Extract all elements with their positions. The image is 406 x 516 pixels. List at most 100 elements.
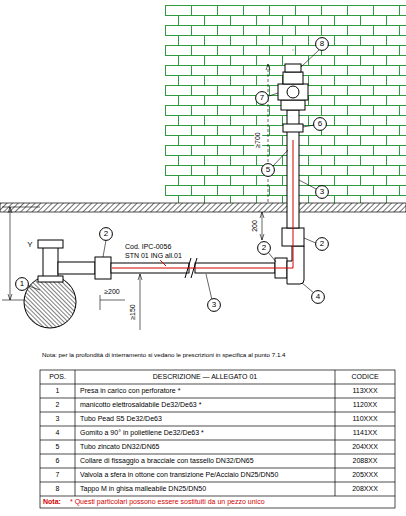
callout-circle: 5 bbox=[261, 163, 275, 177]
part-description: Tubo zincato DN32/DN65 bbox=[80, 443, 160, 451]
drawing-stroke bbox=[8, 207, 12, 300]
part-description: Collare di fissaggio a bracciale con tas… bbox=[80, 457, 254, 465]
part-description: Presa in carico con perforatore * bbox=[80, 387, 180, 395]
drawing-stroke bbox=[40, 454, 395, 455]
callout-ring bbox=[312, 291, 325, 304]
drawing-stroke bbox=[95, 257, 111, 279]
gas-main bbox=[24, 240, 76, 328]
drawing-stroke bbox=[140, 274, 141, 330]
callout-number: 3 bbox=[207, 298, 221, 309]
drawing-stroke bbox=[40, 398, 395, 399]
service-pipe bbox=[58, 110, 304, 284]
drawing-stroke bbox=[206, 274, 212, 300]
dimension-label: 200 bbox=[251, 219, 259, 233]
drawing-stroke bbox=[292, 49, 293, 50]
position-number: 4 bbox=[56, 429, 60, 437]
callout-number: 3 bbox=[315, 185, 329, 196]
callout-ring bbox=[256, 92, 269, 105]
dimension-label: Y bbox=[26, 241, 33, 250]
dimension-lines bbox=[100, 64, 270, 330]
callout-ring bbox=[316, 186, 329, 199]
callout-number: 7 bbox=[255, 91, 269, 102]
callout-circle: 8 bbox=[315, 37, 329, 51]
dimension-label: ≥200 bbox=[103, 288, 121, 296]
dimension-label: ≥150 bbox=[129, 303, 137, 321]
callout-circle: 2 bbox=[315, 237, 329, 251]
drawing-stroke bbox=[266, 64, 270, 70]
callout-circle: 3 bbox=[315, 185, 329, 199]
ground-line bbox=[0, 203, 406, 212]
drawing-stroke bbox=[38, 276, 63, 282]
table-note: * Questi particolari possono essere sost… bbox=[70, 498, 265, 506]
callout-ring bbox=[316, 238, 329, 251]
dimension-label: ≥700 bbox=[254, 131, 262, 149]
callout-circle: 4 bbox=[311, 290, 325, 304]
drawing-stroke bbox=[75, 370, 76, 496]
drawing-stroke bbox=[303, 125, 314, 127]
valve-and-cap bbox=[278, 50, 308, 110]
table-header: POS. bbox=[49, 373, 66, 381]
callout-circle: 7 bbox=[255, 91, 269, 105]
callout-circle: 2 bbox=[257, 241, 271, 255]
drawing-stroke bbox=[10, 207, 11, 300]
position-number: 5 bbox=[56, 443, 60, 451]
callout-ring bbox=[16, 278, 29, 291]
drawing-stroke bbox=[283, 124, 303, 132]
callout-circle: 1 bbox=[15, 277, 29, 291]
callout-ring bbox=[314, 118, 327, 131]
part-code: 205XXX bbox=[352, 471, 378, 479]
drawing-stroke bbox=[58, 262, 95, 274]
drawing-stroke bbox=[40, 384, 395, 385]
callout-circle: 6 bbox=[313, 117, 327, 131]
position-number: 6 bbox=[56, 457, 60, 465]
drawing-stroke bbox=[302, 283, 314, 293]
drawing-stroke bbox=[262, 212, 263, 240]
callout-number: 6 bbox=[313, 117, 327, 128]
drawing-stroke bbox=[285, 64, 301, 72]
part-code: 208XXX bbox=[352, 485, 378, 493]
drawing-stroke bbox=[299, 180, 318, 190]
part-description: Tappo M in ghisa malleabile DN25/DN50 bbox=[80, 485, 206, 493]
drawing-stroke bbox=[40, 468, 395, 469]
callout-number: 8 bbox=[315, 37, 329, 48]
drawing-stroke bbox=[278, 84, 308, 100]
part-description: manicotto elettrosaldabile De32/De63 * bbox=[80, 401, 201, 409]
callout-ring bbox=[316, 38, 329, 51]
drawing-stroke bbox=[165, 5, 406, 203]
drawing-stroke bbox=[100, 300, 125, 301]
part-code: 113XXX bbox=[352, 387, 377, 395]
part-code: 1141XX bbox=[353, 429, 377, 437]
part-description: Tubo Pead S5 De32/De63 bbox=[80, 415, 162, 423]
position-number: 2 bbox=[56, 401, 60, 409]
callout-ring bbox=[262, 164, 275, 177]
drawing-stroke bbox=[0, 203, 406, 212]
callout-ring bbox=[208, 299, 221, 312]
part-code: 2088XX bbox=[353, 457, 378, 465]
drawing-stroke bbox=[38, 240, 63, 248]
drawing-stroke bbox=[268, 252, 276, 262]
drawing-stroke bbox=[283, 72, 303, 84]
callout-number: 2 bbox=[315, 237, 329, 248]
drawing-stroke bbox=[100, 295, 101, 310]
drawing-stroke bbox=[281, 100, 305, 110]
part-description: Valvola a sfera in ottone con transizion… bbox=[80, 471, 278, 479]
leader-lines bbox=[26, 50, 319, 300]
callout-number: 5 bbox=[261, 163, 275, 174]
drawing-stroke bbox=[40, 412, 395, 413]
drawing-stroke bbox=[335, 370, 336, 496]
note-text: Nota: per la profondità di interramento … bbox=[42, 352, 286, 359]
part-code: 204XXX bbox=[352, 443, 378, 451]
drawing-stroke bbox=[103, 240, 106, 257]
table-header: CODICE bbox=[351, 373, 378, 381]
drawing-stroke bbox=[269, 93, 278, 96]
position-number: 8 bbox=[56, 485, 60, 493]
brick-wall bbox=[165, 5, 406, 203]
position-number: 3 bbox=[56, 415, 60, 423]
drawing-stroke bbox=[2, 207, 40, 208]
drawing-stroke bbox=[287, 246, 304, 284]
drawing-stroke bbox=[40, 482, 395, 483]
part-description: Gomito a 90° in polietilene De32/De63 * bbox=[80, 429, 204, 437]
table-note: Nota: bbox=[43, 498, 61, 506]
drawing-stroke bbox=[40, 496, 395, 497]
